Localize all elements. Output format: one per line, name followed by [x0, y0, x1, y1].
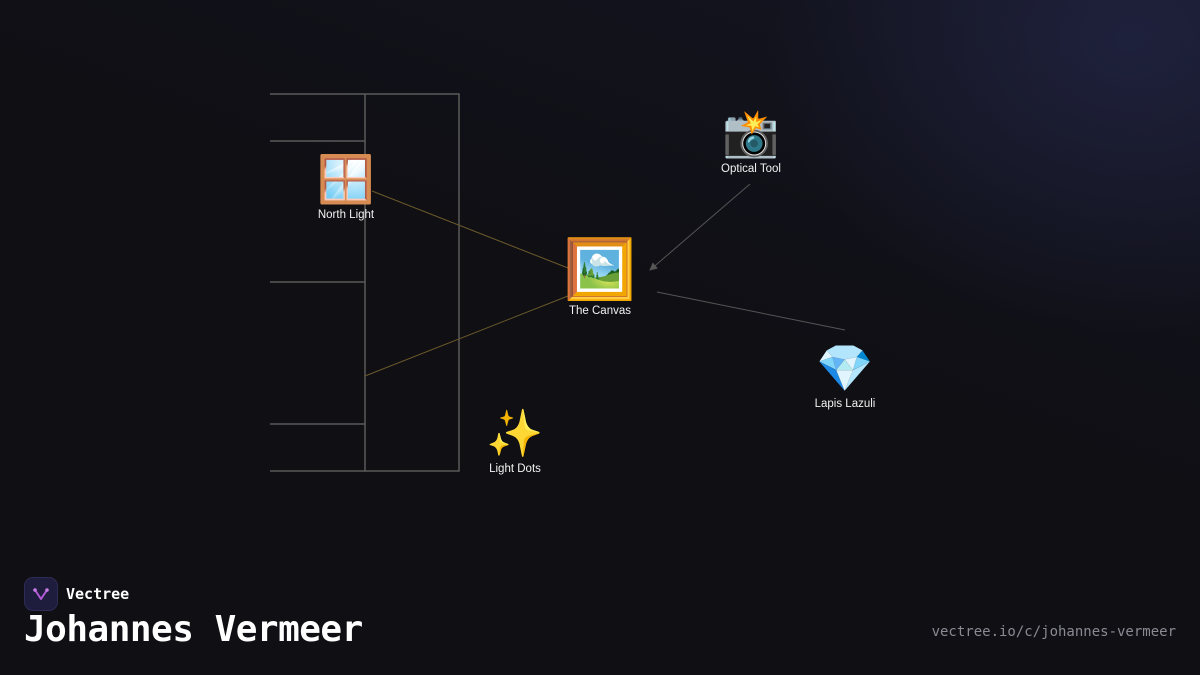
node-label: Light Dots	[489, 463, 541, 475]
camera-flash-icon: 📸	[722, 106, 780, 160]
edge-the-canvas-to-lapis-lazuli	[656, 291, 846, 331]
vectree-logo-icon	[24, 577, 58, 611]
brand-name: Vectree	[66, 585, 130, 603]
diagram-edges	[364, 183, 846, 377]
sparkles-icon: ✨	[486, 406, 544, 460]
window-icon: 🪟	[317, 152, 375, 206]
node-optical-tool[interactable]: 📸 Optical Tool	[681, 110, 821, 175]
node-label: The Canvas	[568, 305, 631, 317]
node-label: Optical Tool	[721, 163, 781, 175]
edge-optical-tool-to-the-canvas	[649, 183, 751, 271]
window-frame-lines	[270, 93, 460, 472]
page-url[interactable]: vectree.io/c/johannes-vermeer	[931, 624, 1176, 640]
framed-picture-icon: 🖼️	[563, 235, 637, 303]
node-north-light[interactable]: 🪟 North Light	[276, 156, 416, 221]
edge-the-canvas-to-light-dots	[364, 295, 569, 377]
edge-north-light-to-the-canvas	[371, 190, 569, 269]
node-label: Lapis Lazuli	[814, 398, 876, 410]
node-lapis-lazuli[interactable]: 💎 Lapis Lazuli	[775, 345, 915, 410]
node-label: North Light	[317, 209, 375, 221]
gem-icon: 💎	[816, 341, 874, 395]
page-title: Johannes Vermeer	[24, 609, 363, 650]
node-light-dots[interactable]: ✨ Light Dots	[445, 410, 585, 475]
node-the-canvas[interactable]: 🖼️ The Canvas	[530, 240, 670, 317]
brand[interactable]: Vectree	[24, 577, 129, 611]
